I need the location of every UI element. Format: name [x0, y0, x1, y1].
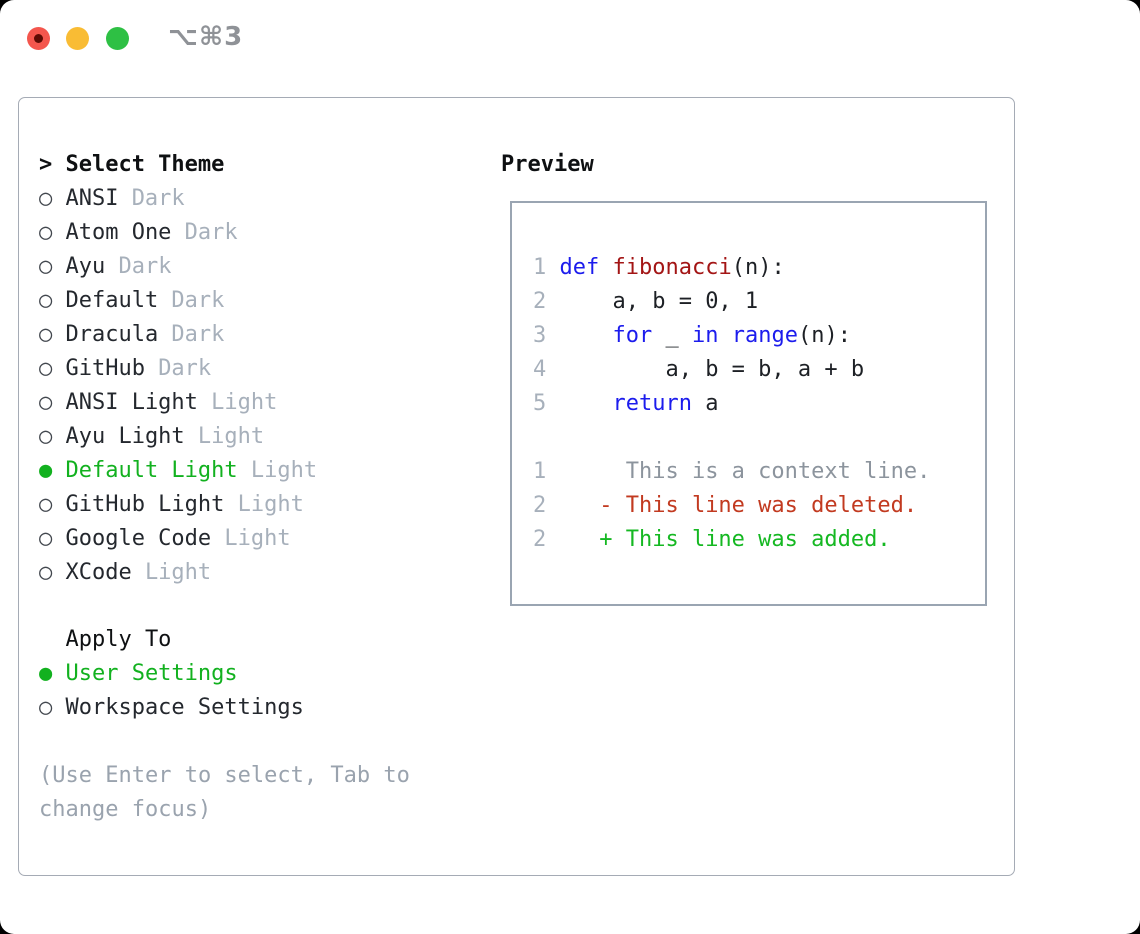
line-number: 4 [533, 357, 547, 382]
preview-code: 1 def fibonacci(n): 2 a, b = 0, 1 3 for … [512, 203, 985, 557]
radio-selected-icon: ● [39, 661, 53, 686]
close-button[interactable] [27, 27, 50, 50]
radio-icon: ○ [39, 390, 53, 415]
radio-selected-icon: ● [39, 458, 53, 483]
code-line: 4 a, b = b, a + b [533, 357, 865, 382]
line-number: 2 [533, 289, 547, 314]
code-line: 2 a, b = 0, 1 [533, 289, 759, 314]
select-theme-header-label: Select Theme [65, 152, 225, 177]
radio-icon: ○ [39, 356, 53, 381]
window-title: ⌥⌘3 [168, 22, 244, 52]
line-number: 2 [533, 493, 547, 518]
line-number: 3 [533, 323, 547, 348]
radio-icon: ○ [39, 186, 53, 211]
radio-icon: ○ [39, 288, 53, 313]
apply-option-user-settings[interactable]: ●User Settings [39, 657, 304, 691]
unsaved-indicator-dot [34, 34, 43, 43]
preview-header: Preview [501, 152, 594, 177]
diff-line-added: 2 + This line was added. [533, 527, 891, 552]
focus-caret-icon: > [39, 152, 53, 177]
line-number: 2 [533, 527, 547, 552]
help-text-line-2: change focus) [39, 797, 212, 822]
code-line: 3 for _ in range(n): [533, 323, 851, 348]
diff-line-context: 1 This is a context line. [533, 459, 931, 484]
apply-option-workspace-settings[interactable]: ○Workspace Settings [39, 691, 304, 725]
radio-icon: ○ [39, 322, 53, 347]
apply-to-header: Apply To [65, 627, 172, 652]
zoom-button[interactable] [106, 27, 129, 50]
radio-icon: ○ [39, 424, 53, 449]
radio-icon: ○ [39, 560, 53, 585]
radio-icon: ○ [39, 220, 53, 245]
line-number: 1 [533, 459, 547, 484]
select-theme-header: > Select Theme [39, 148, 317, 182]
code-line: 1 def fibonacci(n): [533, 255, 785, 280]
radio-icon: ○ [39, 695, 53, 720]
code-line: 5 return a [533, 391, 719, 416]
minimize-button[interactable] [66, 27, 89, 50]
line-number: 5 [533, 391, 547, 416]
radio-icon: ○ [39, 492, 53, 517]
diff-line-deleted: 2 - This line was deleted. [533, 493, 918, 518]
radio-icon: ○ [39, 254, 53, 279]
help-text: (Use Enter to select, Tab to change focu… [39, 759, 410, 827]
apply-to-section: Apply To ●User Settings ○Workspace Setti… [39, 623, 304, 725]
preview-pane: 1 def fibonacci(n): 2 a, b = 0, 1 3 for … [510, 201, 987, 606]
help-text-line-1: (Use Enter to select, Tab to [39, 763, 410, 788]
line-number: 1 [533, 255, 547, 280]
blank-line [533, 421, 985, 455]
radio-icon: ○ [39, 526, 53, 551]
